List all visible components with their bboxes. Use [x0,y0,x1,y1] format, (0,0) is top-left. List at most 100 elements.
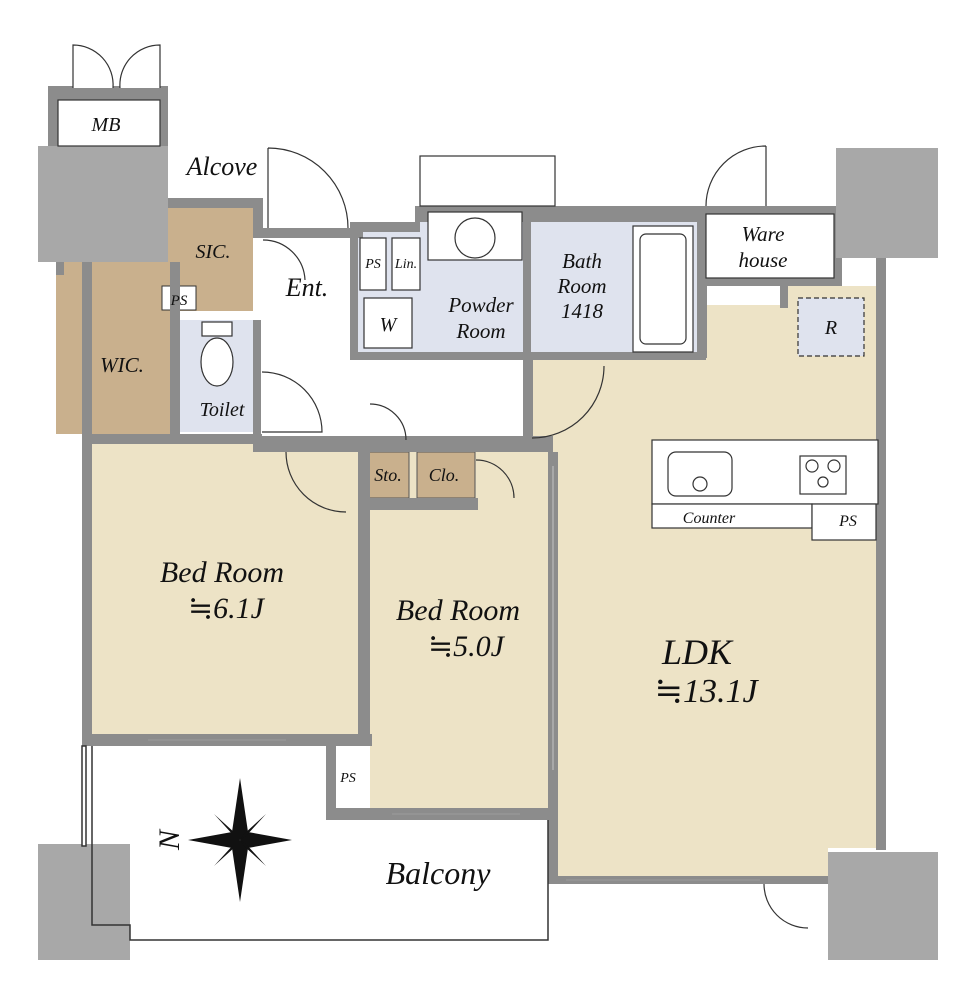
floor-bed2 [370,452,550,812]
kitchen-sink [667,451,733,497]
mb-closet [57,99,161,147]
floor-bed1 [92,444,358,734]
burner-3 [817,476,829,488]
balcony [81,745,549,941]
warehouse-door [705,145,767,207]
compass-north-label: N [153,828,186,851]
wall-left-upper [48,90,58,170]
toilet-door-swing [262,239,306,281]
label-lin: Lin. [394,257,417,272]
compass-east-point [240,832,292,848]
label-powder-1: Powder [447,293,514,317]
wall-ware-top [697,206,842,214]
bed1-door-swing [285,451,347,513]
compass-south-point [232,840,248,902]
label-bed2-name: Bed Room [396,594,520,627]
label-ps-wet: PS [364,257,381,272]
wall-bed2-top [358,498,478,510]
label-bath-2: Room [557,274,607,298]
wall-wet-top-step [350,222,420,232]
balcony-door-swing [763,883,809,929]
compass-west-point [188,832,240,848]
label-entrance: Ent. [285,273,329,302]
wall-bed1-right [358,452,370,742]
wall-ware-bottom [706,278,842,286]
label-bath-1: Bath [562,249,602,273]
entry-door-swing-left [72,44,114,89]
label-clo: Clo. [429,465,460,485]
entry-door-swing-right [119,44,161,89]
washer-box [363,297,413,349]
wall-right [876,250,886,850]
balcony-railing [81,745,87,847]
wall-ps-left [326,746,336,816]
fixtures [57,44,879,929]
wall-bath-right [697,206,707,358]
floor-ldk [532,286,878,878]
wall-left-main [82,262,92,742]
wall-wet-div [523,218,531,356]
compass-icon: N [153,778,292,902]
label-ps-wic: PS [170,293,188,309]
column-top-left [38,146,168,262]
wall-ent-left [253,320,261,450]
label-sic: SIC. [196,241,231,263]
label-ldk-name: LDK [661,632,734,672]
sto-door-swing [369,403,407,441]
floor-clo [416,451,476,499]
room-labels: MB Alcove SIC. Ent. PS PS Lin. W Powder … [91,114,857,891]
sink-drain [692,476,708,492]
burner-2 [827,459,841,473]
label-bed1-size: ≒6.1J [188,592,266,625]
compass-se [240,840,266,866]
label-ware-1: Ware [742,222,785,246]
column-bottom-left [38,844,130,960]
wall-alcove-top [160,198,260,208]
warehouse-box [705,213,835,279]
label-sto: Sto. [374,465,402,485]
column-bottom-right [828,852,938,960]
ps-box-kitchen [811,503,877,541]
label-washer: W [380,314,399,336]
compass-nw [214,814,240,840]
compass-sw [214,840,240,866]
label-balcony: Balcony [386,855,492,891]
ent-door-swing [261,371,323,433]
ps-box-wet [359,237,387,291]
floor-ps-bed [334,746,362,808]
sink-bowl [454,217,496,259]
wall-mb-top [48,86,168,100]
label-powder-2: Room [456,319,506,343]
compass-north-point [232,778,248,840]
label-alcove: Alcove [185,152,258,181]
label-ldk-size: ≒13.1J [654,673,759,710]
cooktop [799,455,847,495]
label-toilet: Toilet [200,399,245,421]
lin-box [391,237,421,291]
wall-alcove-vert [253,198,263,238]
floor-wic [56,262,170,434]
label-mb: MB [91,114,121,136]
wall-left-wic [56,255,64,275]
balcony-outline [91,746,549,941]
label-bath-3: 1418 [561,299,604,323]
top-niche [419,155,556,207]
wall-corridor-right [523,356,533,452]
wall-bal-right [548,818,558,884]
label-r: R [824,317,837,339]
label-bed1-name: Bed Room [160,556,284,589]
label-ps-bed: PS [339,771,356,786]
label-ps-kitchen: PS [838,513,857,530]
wall-wic-right [170,262,180,442]
wall-corridor-bottom [253,436,553,452]
toilet-bowl [200,337,234,387]
label-bed2-size: ≒5.0J [428,630,506,663]
wall-ent-top [253,228,363,238]
clo-door-swing [475,459,515,499]
wall-wet-left [350,222,358,360]
wall-ware-step [780,278,788,308]
bathtub-inner [639,233,687,345]
compass-ne [240,814,266,840]
alcove-door [267,147,349,229]
